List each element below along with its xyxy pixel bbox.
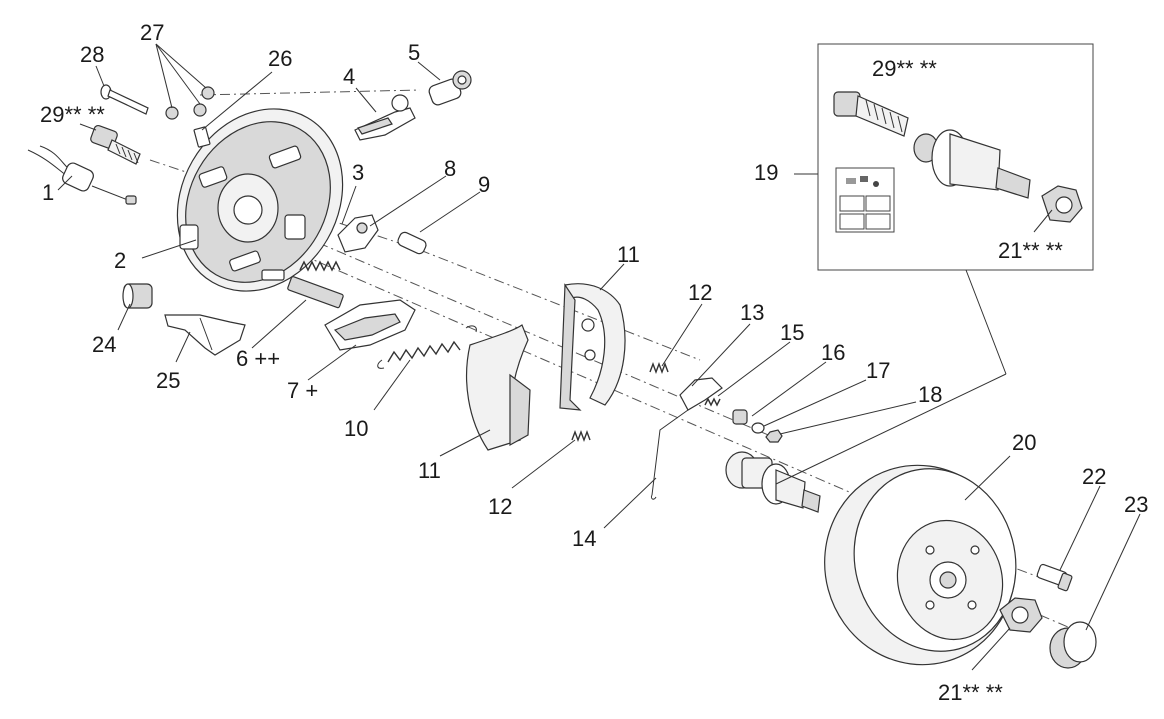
stub-axle-part: [725, 451, 821, 513]
label-23: 23: [1124, 492, 1148, 517]
label-14: 14: [572, 526, 596, 551]
label-9: 9: [478, 172, 490, 197]
inset-stub-axle-part: [913, 129, 1031, 199]
label-13: 13: [740, 300, 764, 325]
label-28: 28: [80, 42, 104, 67]
label-3: 3: [352, 160, 364, 185]
label-27: 27: [140, 20, 164, 45]
lever-part: [354, 94, 416, 141]
label-20: 20: [1012, 430, 1036, 455]
inset-nut-part: [1041, 185, 1083, 223]
label-25: 25: [156, 368, 180, 393]
label-19: 19: [754, 160, 778, 185]
inset-screw-part: [833, 91, 909, 137]
label-12-lower: 12: [488, 494, 512, 519]
rod-part: [651, 409, 689, 500]
small-nut-part: [765, 429, 783, 443]
leader-lines: [57, 43, 1141, 671]
cable-part: [27, 145, 137, 205]
label-5: 5: [408, 40, 420, 65]
label-22: 22: [1082, 464, 1106, 489]
brake-shoe-upper-part: [559, 283, 626, 411]
label-11-upper: 11: [617, 242, 640, 267]
clip-part: [193, 126, 211, 148]
label-4: 4: [343, 64, 355, 89]
spring-lower-part: [571, 430, 591, 442]
label-7: 7 +: [287, 378, 318, 403]
brake-drum-part: [824, 464, 1017, 666]
label-17: 17: [866, 358, 890, 383]
backing-plate-part: [176, 108, 344, 292]
label-24: 24: [92, 332, 116, 357]
label-29-left: 29** **: [40, 102, 105, 127]
bolt-part: [100, 84, 149, 115]
brake-shoe-lower-part: [465, 324, 531, 451]
dust-cap-part: [1049, 621, 1097, 669]
label-1: 1: [42, 180, 54, 205]
cup-part: [732, 409, 748, 425]
return-spring-part: [377, 325, 477, 369]
screw-part: [90, 124, 141, 165]
label-6: 6 ++: [236, 346, 280, 371]
label-26: 26: [268, 46, 292, 71]
label-18: 18: [918, 382, 942, 407]
label-16: 16: [821, 340, 845, 365]
label-15: 15: [780, 320, 804, 345]
label-2: 2: [114, 248, 126, 273]
label-11-lower: 11: [418, 458, 441, 483]
adjuster-spring-part: [299, 260, 341, 272]
label-21-inset: 21** **: [998, 238, 1063, 263]
spring-upper-part: [649, 362, 669, 374]
kit-inset-box: [817, 43, 1094, 271]
washer-part: [751, 422, 765, 434]
label-21-lower: 21** **: [938, 680, 1003, 705]
wheel-bolt-part: [1036, 563, 1073, 592]
label-12-upper: 12: [688, 280, 712, 305]
label-29-inset: 29** **: [872, 56, 937, 81]
shoe-plate-part: [324, 299, 416, 351]
callout-labels: 1 2 3 4 5 6 ++ 7 + 8 9 10 11 11 12 12 13…: [40, 20, 1148, 705]
adjuster-bar-part: [287, 276, 344, 309]
kit-card: [835, 167, 895, 233]
expander-part: [337, 214, 379, 253]
park-lever-part: [679, 377, 723, 411]
small-spring-part: [704, 397, 721, 407]
cylinder-part: [428, 70, 472, 106]
nuts-part: [165, 86, 215, 120]
bushing-part: [122, 283, 153, 309]
axle-nut-lower-part: [999, 597, 1043, 633]
label-10: 10: [344, 416, 368, 441]
label-8: 8: [444, 156, 456, 181]
pin-part: [397, 231, 427, 255]
bracket-part: [164, 314, 246, 356]
